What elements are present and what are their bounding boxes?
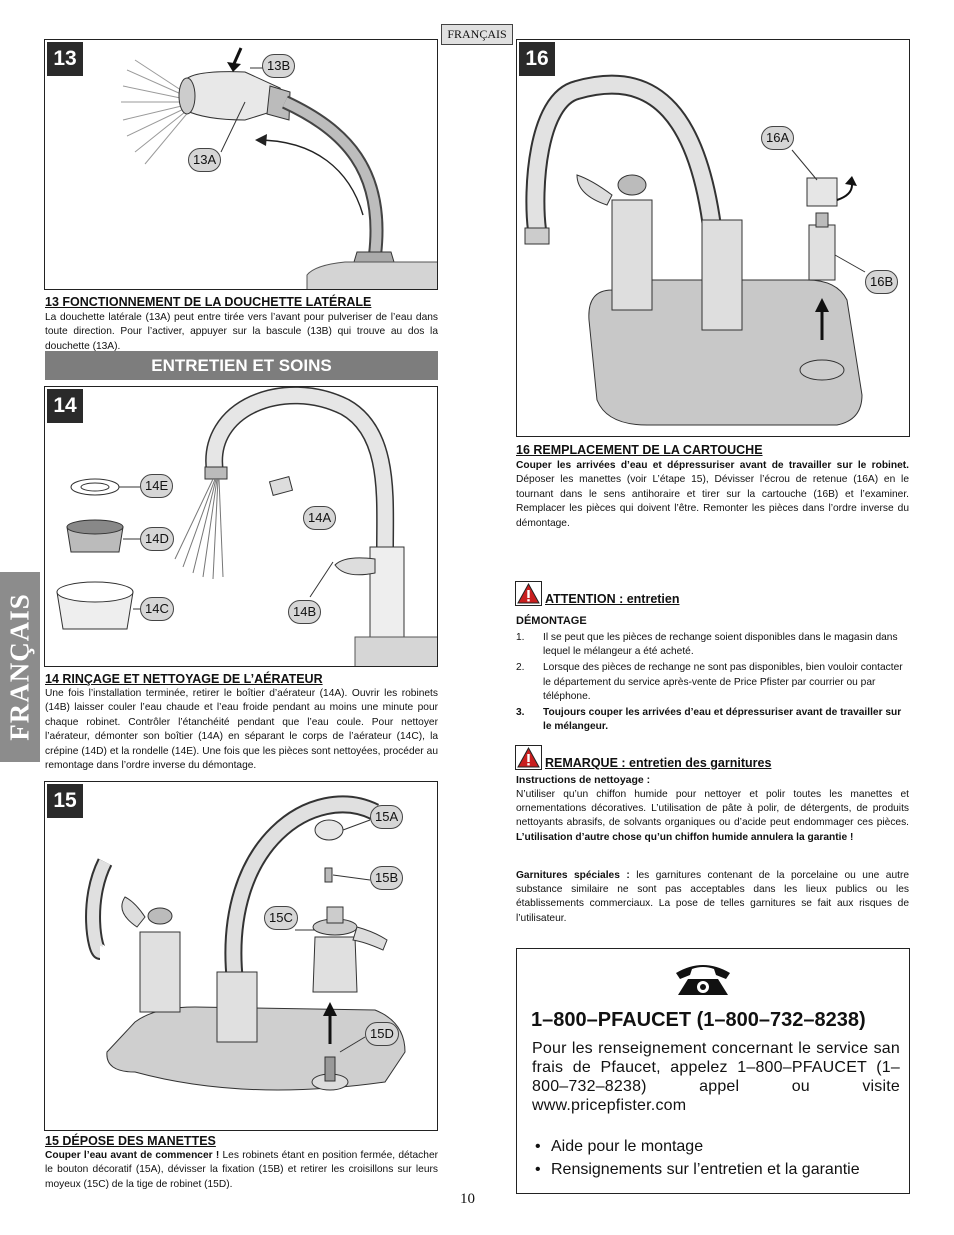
fig14-text: Une fois l’installation terminée, retire… xyxy=(45,688,438,772)
step-number-13: 13 xyxy=(47,42,83,76)
language-tab: FRANÇAIS xyxy=(441,24,513,45)
step-number-16: 16 xyxy=(519,42,555,76)
list-item: 2.Lorsque des pièces de rechange ne sont… xyxy=(516,662,903,702)
step-number-14: 14 xyxy=(47,389,83,423)
warning-icon xyxy=(515,581,542,606)
fig16-text: Couper les arrivées d’eau et dépressuris… xyxy=(516,459,909,531)
list-item: Rensignements sur l’entretien et la gara… xyxy=(535,1158,860,1181)
contact-text: Pour les renseignement concernant le ser… xyxy=(532,1040,900,1114)
callout-14e: 14E xyxy=(140,474,174,498)
figure-15: 15 15A 15B 15C 15D xyxy=(44,781,438,1131)
list-item: Aide pour le montage xyxy=(535,1135,860,1158)
list-item: 3.Toujours couper les arrivées d’eau et … xyxy=(516,707,902,733)
telephone-icon xyxy=(672,959,734,1004)
callout-13b: 13B xyxy=(262,54,296,78)
remarque-heading: REMARQUE : entretien des garnitures xyxy=(515,745,915,771)
callout-13a: 13A xyxy=(188,148,222,172)
fig13-text: La douchette latérale (13A) peut entre t… xyxy=(45,312,438,352)
cartridge-replacement-illustration xyxy=(524,74,866,426)
side-language-tab: FRANÇAIS xyxy=(0,572,40,762)
toll-free-number: 1–800–PFAUCET (1–800–732–8238) xyxy=(531,1009,866,1031)
remarque-label: REMARQUE : entretien des garnitures xyxy=(545,756,772,770)
callout-15b: 15B xyxy=(370,866,404,890)
callout-15a: 15A xyxy=(370,805,404,829)
fig15-text: Couper l’eau avant de commencer ! Les ro… xyxy=(45,1149,438,1192)
callout-14a: 14A xyxy=(303,506,337,530)
fig16-title: 16 REMPLACEMENT DE LA CARTOUCHE xyxy=(516,443,763,457)
attention-list: 1.Il se peut que les pièces de rechange … xyxy=(516,631,909,734)
attention-label: ATTENTION : entretien xyxy=(545,592,680,606)
callout-14c: 14C xyxy=(140,597,174,621)
contact-bullets: Aide pour le montage Rensignements sur l… xyxy=(535,1135,860,1181)
remarque-text: N’utiliser qu’un chiffon humide pour net… xyxy=(516,789,909,843)
figure-13: 13 13B 13A xyxy=(44,39,438,290)
list-item: 1.Il se peut que les pièces de rechange … xyxy=(516,632,898,658)
fig15-lead: Couper l’eau avant de commencer ! xyxy=(45,1150,220,1161)
side-tab-label: FRANÇAIS xyxy=(4,593,35,741)
fig13-title: 13 FONCTIONNEMENT DE LA DOUCHETTE LATÉRA… xyxy=(45,295,372,309)
fig14-title: 14 RINÇAGE ET NETTOYAGE DE L’AÉRATEUR xyxy=(45,672,323,686)
callout-15d: 15D xyxy=(365,1022,399,1046)
figure-16: 16 16A 16B xyxy=(516,39,910,437)
attention-heading: ATTENTION : entretien xyxy=(515,581,915,607)
remarque-subhead: Instructions de nettoyage : xyxy=(516,774,651,786)
callout-14b: 14B xyxy=(288,600,322,624)
fig15-body: Les robinets étant en position fermée, d… xyxy=(45,1150,438,1190)
fig16-lead: Couper les arrivées d’eau et dépressuris… xyxy=(516,460,909,471)
warning-icon xyxy=(515,745,542,770)
aerator-illustration xyxy=(56,387,437,666)
side-sprayer-illustration xyxy=(121,47,437,289)
handle-removal-illustration xyxy=(85,795,406,1091)
contact-box: 1–800–PFAUCET (1–800–732–8238) Pour les … xyxy=(516,948,910,1194)
page-number: 10 xyxy=(460,1191,475,1207)
attention-subhead: DÉMONTAGE xyxy=(516,615,587,627)
callout-16b: 16B xyxy=(865,270,899,294)
callout-15c: 15C xyxy=(264,906,298,930)
fig16-body: Déposer les manettes (voir L’étape 15), … xyxy=(516,474,909,529)
callout-14d: 14D xyxy=(140,527,174,551)
special-trim-text: Garnitures spéciales : les garnitures co… xyxy=(516,870,909,924)
figure-14: 14 14E 14A 14D 14C 14B xyxy=(44,386,438,667)
callout-16a: 16A xyxy=(761,126,795,150)
step-number-15: 15 xyxy=(47,784,83,818)
fig15-title: 15 DÉPOSE DES MANETTES xyxy=(45,1134,216,1148)
section-heading: ENTRETIEN ET SOINS xyxy=(45,351,438,380)
